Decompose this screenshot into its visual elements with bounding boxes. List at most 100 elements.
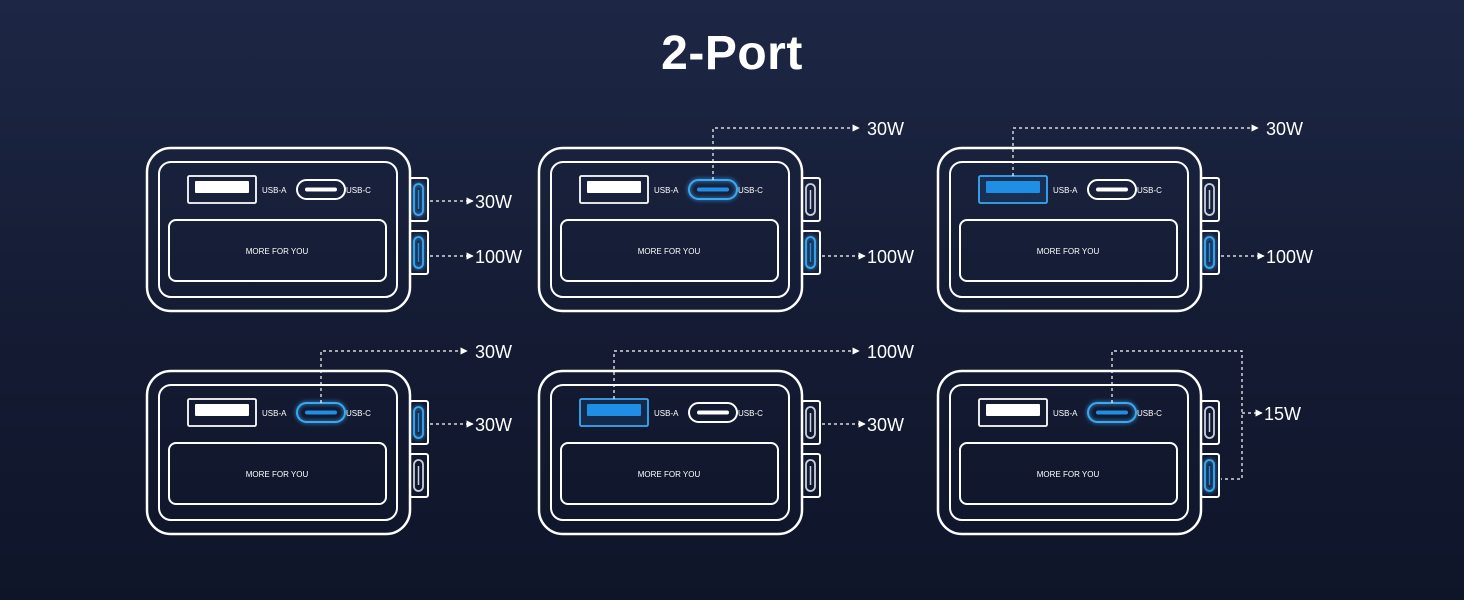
usb-a-port-tongue <box>195 404 249 416</box>
usb-a-output-arrow <box>1012 124 1259 176</box>
display-panel <box>168 442 387 505</box>
side-port-top-socket <box>1204 406 1215 439</box>
side-bottom-output-value: 100W <box>867 247 914 267</box>
page-title: 2-Port <box>661 27 803 80</box>
charger-config-6: USB-A USB-C MORE FOR YOU 15W <box>936 350 1301 536</box>
usb-c-output-arrow <box>712 124 860 180</box>
charger-config-3: USB-A USB-C MORE FOR YOU 100W 30W <box>936 119 1313 313</box>
usb-a-port <box>187 398 257 427</box>
panel-label: MORE FOR YOU <box>638 247 701 256</box>
side-port-bottom <box>409 230 429 275</box>
usb-c-port-tongue <box>697 187 729 192</box>
usb-a-port-tongue <box>587 181 641 193</box>
charger-body <box>145 146 412 313</box>
display-panel <box>959 219 1178 282</box>
usb-c-output-arrow <box>320 347 468 403</box>
side-port-bottom-socket <box>413 459 424 492</box>
display-panel <box>560 442 779 505</box>
panel-label: MORE FOR YOU <box>246 470 309 479</box>
panel-label: MORE FOR YOU <box>1037 470 1100 479</box>
side-port-bottom <box>1200 453 1220 498</box>
side-top-output-value: 30W <box>475 415 512 435</box>
usb-a-label: USB-A <box>654 409 679 418</box>
shared-output-bracket <box>1111 350 1243 480</box>
usb-a-port <box>187 175 257 204</box>
usb-c-port <box>296 179 346 200</box>
usb-c-port-tongue <box>305 187 337 192</box>
side-port-top <box>409 400 429 445</box>
side-top-output-value: 30W <box>867 415 904 435</box>
charger-face <box>158 161 398 298</box>
charger-body <box>936 369 1203 536</box>
side-port-bottom-socket <box>1204 459 1215 492</box>
charger-config-5: USB-A USB-C MORE FOR YOU 30W 100W <box>537 342 914 536</box>
side-port-bottom <box>801 453 821 498</box>
charger-face <box>550 161 790 298</box>
usb-c-output-value: 30W <box>867 119 904 139</box>
charger-config-2: USB-A USB-C MORE FOR YOU 100W 30W <box>537 119 914 313</box>
usb-c-label: USB-C <box>738 409 763 418</box>
usb-a-port-tongue <box>195 181 249 193</box>
side-port-bottom <box>409 453 429 498</box>
usb-c-port <box>688 402 738 423</box>
shared-output-value: 15W <box>1264 404 1301 424</box>
usb-a-label: USB-A <box>654 186 679 195</box>
side-port-top-socket <box>413 183 424 216</box>
charger-body <box>936 146 1203 313</box>
usb-a-label: USB-A <box>1053 409 1078 418</box>
side-port-top <box>801 400 821 445</box>
usb-c-label: USB-C <box>1137 186 1162 195</box>
usb-a-port-tongue <box>986 404 1040 416</box>
display-panel <box>560 219 779 282</box>
side-port-bottom <box>1200 230 1220 275</box>
charger-face <box>158 384 398 521</box>
side-port-bottom <box>801 230 821 275</box>
usb-a-port-tongue <box>986 181 1040 193</box>
usb-a-label: USB-A <box>262 409 287 418</box>
usb-c-port-tongue <box>1096 410 1128 415</box>
side-port-top-socket <box>1204 183 1215 216</box>
side-port-top-socket <box>805 183 816 216</box>
usb-c-label: USB-C <box>738 186 763 195</box>
side-port-top-socket <box>805 406 816 439</box>
usb-c-port-tongue <box>1096 187 1128 192</box>
charger-face <box>949 161 1189 298</box>
charger-face <box>949 384 1189 521</box>
charger-body <box>145 369 412 536</box>
side-port-top-socket <box>413 406 424 439</box>
usb-a-port <box>579 175 649 204</box>
display-panel <box>959 442 1178 505</box>
usb-a-output-value: 30W <box>1266 119 1303 139</box>
side-port-top <box>1200 400 1220 445</box>
side-port-bottom-socket <box>413 236 424 269</box>
usb-c-output-value: 30W <box>475 342 512 362</box>
usb-c-port <box>1087 179 1137 200</box>
display-panel <box>168 219 387 282</box>
charger-face <box>550 384 790 521</box>
side-port-bottom-socket <box>805 459 816 492</box>
panel-label: MORE FOR YOU <box>1037 247 1100 256</box>
side-port-top <box>409 177 429 222</box>
panel-label: MORE FOR YOU <box>246 247 309 256</box>
usb-a-output-value: 100W <box>867 342 914 362</box>
usb-c-label: USB-C <box>1137 409 1162 418</box>
side-top-output-value: 30W <box>475 192 512 212</box>
usb-c-port-tongue <box>697 410 729 415</box>
panel-label: MORE FOR YOU <box>638 470 701 479</box>
charger-body <box>537 146 804 313</box>
usb-a-output-arrow <box>613 347 860 399</box>
usb-c-label: USB-C <box>346 409 371 418</box>
side-bottom-output-value: 100W <box>1266 247 1313 267</box>
side-port-bottom-socket <box>1204 236 1215 269</box>
usb-c-port-tongue <box>305 410 337 415</box>
side-port-bottom-socket <box>805 236 816 269</box>
side-port-top <box>1200 177 1220 222</box>
usb-a-port <box>978 398 1048 427</box>
side-port-top <box>801 177 821 222</box>
usb-a-port-tongue <box>587 404 641 416</box>
usb-a-label: USB-A <box>1053 186 1078 195</box>
charger-config-4: USB-A USB-C MORE FOR YOU 30W 30W <box>145 342 512 536</box>
side-bottom-output-value: 100W <box>475 247 522 267</box>
